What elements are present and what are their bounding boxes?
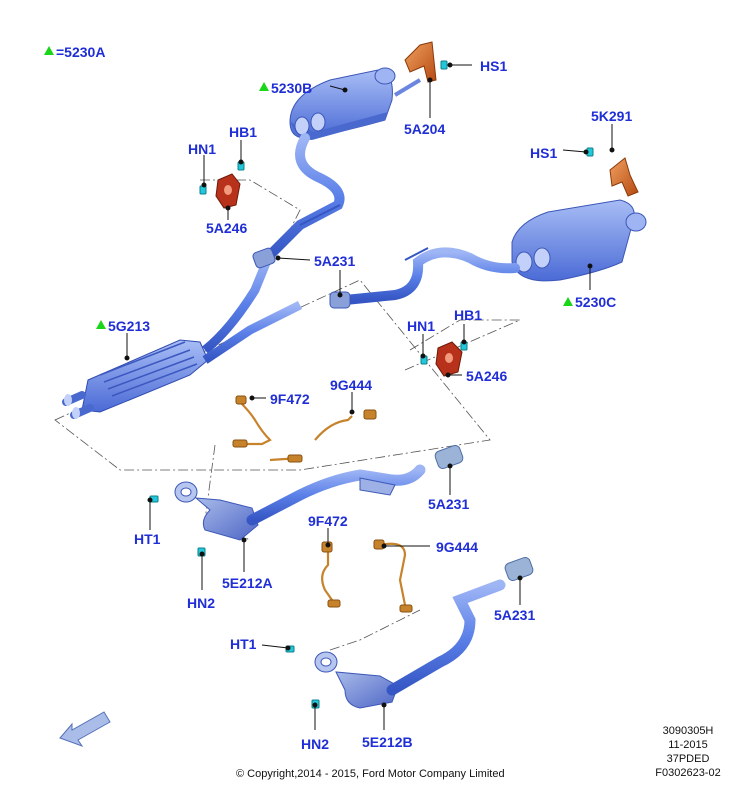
label-ht1-lower: HT1 bbox=[230, 636, 257, 652]
label-5a246-right: 5A246 bbox=[466, 368, 508, 384]
rubber-hanger-right bbox=[435, 341, 463, 377]
label-9g444-low: 9G444 bbox=[436, 539, 479, 555]
label-hn1-left: HN1 bbox=[188, 141, 217, 157]
label-5g213: 5G213 bbox=[108, 318, 151, 334]
label-5a231-right-1: 5A231 bbox=[428, 496, 470, 512]
label-hn1-right: HN1 bbox=[407, 318, 436, 334]
meta-figure: F0302623-02 bbox=[655, 767, 721, 779]
copyright-text: © Copyright,2014 - 2015, Ford Motor Comp… bbox=[236, 768, 505, 780]
label-5230c-triangle-icon bbox=[563, 297, 573, 306]
label-hb1-left: HB1 bbox=[229, 124, 258, 140]
catalytic-converter-a bbox=[174, 464, 426, 541]
label-hn2-upper: HN2 bbox=[187, 595, 216, 611]
meta-model: 37PDED bbox=[666, 753, 710, 765]
label-hs1-right: HS1 bbox=[530, 145, 558, 161]
label-hs1-top: HS1 bbox=[480, 58, 508, 74]
catalytic-converter-b bbox=[314, 579, 506, 709]
leader-lines bbox=[124, 62, 615, 730]
label-5230c: 5230C bbox=[575, 294, 617, 310]
label-5a231-mid: 5A231 bbox=[314, 253, 356, 269]
label-5g213-triangle-icon bbox=[96, 320, 106, 329]
label-9f472-top: 9F472 bbox=[270, 391, 310, 407]
label-5a231-right-2: 5A231 bbox=[494, 607, 536, 623]
meta-code: 3090305H bbox=[662, 725, 714, 737]
label-hb1-right: HB1 bbox=[454, 307, 483, 323]
label-9g444-top: 9G444 bbox=[330, 377, 373, 393]
drawing-meta: 3090305H 11-2015 37PDED F0302623-02 bbox=[640, 724, 736, 780]
label-5e212a: 5E212A bbox=[222, 575, 273, 591]
sensor-connectors bbox=[232, 395, 413, 613]
label-hn2-lower: HN2 bbox=[301, 736, 330, 752]
legend-text: =5230A bbox=[56, 44, 106, 60]
intermediate-pipe-right bbox=[340, 247, 520, 305]
label-9f472-low: 9F472 bbox=[308, 513, 348, 529]
label-5e212b: 5E212B bbox=[362, 734, 413, 750]
clamp-5a231-mid-left bbox=[252, 247, 276, 269]
intermediate-pipe-left bbox=[265, 133, 345, 260]
hanger-bracket-5k291 bbox=[609, 157, 639, 197]
front-direction-arrow-icon bbox=[59, 711, 111, 747]
hanger-bracket-5a204 bbox=[404, 41, 437, 83]
label-5a246-left: 5A246 bbox=[206, 220, 248, 236]
label-5a204: 5A204 bbox=[404, 121, 446, 137]
rear-muffler-right bbox=[511, 199, 647, 282]
label-ht1-upper: HT1 bbox=[134, 531, 161, 547]
rubber-hanger-left bbox=[215, 173, 241, 209]
rear-muffler-left bbox=[289, 67, 422, 140]
legend-triangle-icon bbox=[44, 46, 54, 55]
center-resonator bbox=[62, 256, 303, 419]
label-5230b: 5230B bbox=[271, 80, 313, 96]
meta-date: 11-2015 bbox=[668, 739, 708, 751]
label-5k291: 5K291 bbox=[591, 108, 633, 124]
label-5230b-triangle-icon bbox=[259, 82, 269, 91]
